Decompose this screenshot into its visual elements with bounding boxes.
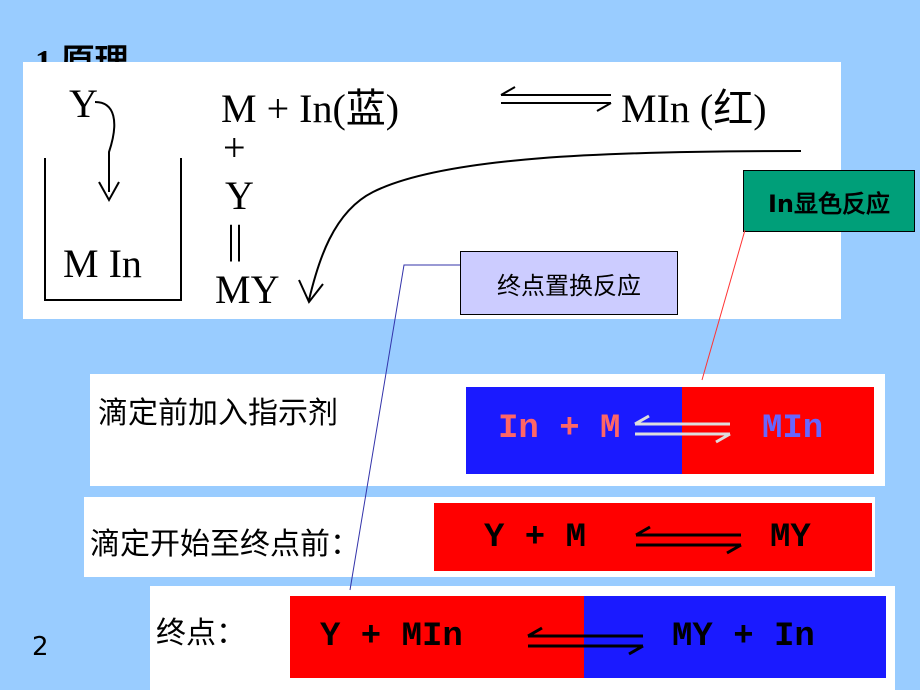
stage-before-endpoint: 滴定开始至终点前： Y + M MY (84, 497, 875, 577)
beaker-drawing (44, 86, 802, 304)
stage-2-right: MY (770, 519, 811, 557)
stage-1-equilibrium-arrow (634, 414, 731, 444)
callout-in-color-reaction: In显色反应 (743, 170, 915, 232)
stage-1-label: 滴定前加入指示剂 (98, 396, 338, 431)
stage-3-equilibrium-arrow (527, 626, 644, 656)
stage-2-label: 滴定开始至终点前： (90, 527, 360, 562)
beaker-content: M In (63, 241, 142, 286)
plus-sign: + (223, 125, 246, 170)
page-number: 2 (32, 632, 49, 662)
callout-in-color-text: In显色反应 (767, 189, 890, 218)
principle-diagram: Y M In M + In(蓝) MIn (红) + Y || MY (23, 62, 841, 319)
stage-1-bar-blue (466, 387, 682, 474)
stage-endpoint: 终点： Y + MIn MY + In (150, 586, 895, 690)
stage-3-left: Y + MIn (320, 618, 463, 656)
stage-3-right: MY + In (672, 618, 815, 656)
stage-1-left: In + M (498, 410, 621, 448)
stage-2-equilibrium-arrow (635, 525, 742, 555)
callout-endpoint-text: 终点置换反应 (497, 271, 641, 300)
y-reagent: Y (225, 173, 254, 218)
stage-1-bar-red (682, 387, 874, 474)
equal-sign: || (227, 217, 244, 262)
product-my: MY (215, 267, 280, 312)
beaker-y-label: Y (69, 81, 98, 126)
stage-1-right: MIn (762, 410, 824, 448)
stage-3-label: 终点： (156, 616, 246, 651)
stage-before-titration: 滴定前加入指示剂 In + M MIn (90, 374, 885, 486)
reaction-right: MIn (红) (621, 86, 767, 131)
stage-2-left: Y + M (484, 519, 587, 557)
stage-2-bar-red (434, 503, 872, 571)
callout-endpoint-displacement: 终点置换反应 (460, 251, 678, 315)
reaction-left: M + In(蓝) (221, 86, 400, 131)
